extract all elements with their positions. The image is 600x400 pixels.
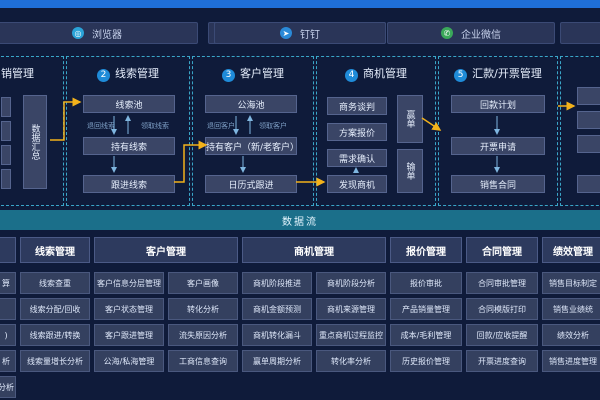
follow-leads-box[interactable]: 跟进线索 <box>83 175 175 193</box>
module-item[interactable]: 客户信息分层管理 <box>94 272 164 294</box>
lost-box[interactable]: 输单 <box>397 149 423 193</box>
module-item[interactable]: 成本/毛利管理 <box>390 324 462 346</box>
module-head-contract: 合同管理 <box>466 237 538 263</box>
module-item[interactable]: 商机转化漏斗 <box>242 324 312 346</box>
module-item[interactable]: 线索量增长分析 <box>20 350 90 372</box>
module-item[interactable]: 转化率分析 <box>316 350 386 372</box>
channel-label: 企业微信 <box>461 29 501 41</box>
module-item[interactable]: 回款/应收提醒 <box>466 324 538 346</box>
module-item[interactable]: 历史报价管理 <box>390 350 462 372</box>
module-head-opportunity: 商机管理 <box>242 237 386 263</box>
won-box[interactable]: 赢单 <box>397 95 423 143</box>
discover-box[interactable]: 发现商机 <box>327 175 387 193</box>
arrow-won-to-payment <box>421 117 442 131</box>
stage-sales: 销管理 数据汇总 <box>0 56 64 206</box>
negotiation-box[interactable]: 商务谈判 <box>327 97 387 115</box>
module-item[interactable]: 商机金额预测 <box>242 298 312 320</box>
stage-item <box>1 97 11 117</box>
module-item[interactable]: ) <box>0 324 16 346</box>
data-summary-box[interactable]: 数据汇总 <box>23 95 47 189</box>
requirement-box[interactable]: 需求确认 <box>327 149 387 167</box>
module-item[interactable]: 转化分析 <box>168 298 238 320</box>
stage-item <box>577 87 600 105</box>
module-item[interactable]: 销售业绩统 <box>542 298 600 320</box>
stage-item <box>1 121 11 141</box>
claim-customers-note: 领取客户 <box>259 122 287 130</box>
held-customers-box[interactable]: 持有客户（新/老客户） <box>205 137 299 155</box>
top-accent-bar <box>0 0 600 8</box>
dingtalk-icon: ➤ <box>280 27 292 39</box>
arrow-lead-to-customer <box>174 140 208 183</box>
stage-extra <box>560 56 600 206</box>
calendar-follow-box[interactable]: 日历式跟进 <box>205 175 297 193</box>
module-item[interactable]: 开票进度查询 <box>466 350 538 372</box>
stage-item <box>577 175 600 193</box>
module-item[interactable]: 公海/私海管理 <box>94 350 164 372</box>
claim-leads-note: 领取线索 <box>141 122 169 130</box>
channel-dingtalk-inner[interactable]: ➤ 钉钉 <box>214 22 386 44</box>
channel-wecom[interactable]: ✆ 企业微信 <box>387 22 555 44</box>
module-item[interactable]: 线索分配/回收 <box>20 298 90 320</box>
module-item[interactable]: 客户跟进管理 <box>94 324 164 346</box>
browser-icon: ◎ <box>72 27 84 39</box>
module-item[interactable]: 线索跟进/转换 <box>20 324 90 346</box>
module-item[interactable]: 分析 <box>0 376 16 398</box>
module-item[interactable]: 商机来源管理 <box>316 298 386 320</box>
held-leads-box[interactable]: 持有线索 <box>83 137 175 155</box>
module-item[interactable]: 析 <box>0 350 16 372</box>
return-customers-note: 退回客户 <box>207 122 235 130</box>
module-item[interactable]: 工商信息查询 <box>168 350 238 372</box>
module-head-quote: 报价管理 <box>390 237 462 263</box>
arrow-summary-to-lead <box>50 97 82 141</box>
channel-label: 浏览器 <box>92 29 122 41</box>
module-head-customer: 客户管理 <box>94 237 238 263</box>
module-item[interactable]: 绩效分析 <box>542 324 600 346</box>
quotation-box[interactable]: 方案报价 <box>327 123 387 141</box>
module-item[interactable]: 赢单周期分析 <box>242 350 312 372</box>
module-item[interactable]: 客户状态管理 <box>94 298 164 320</box>
module-head-sales <box>0 237 16 263</box>
module-item[interactable] <box>0 298 16 320</box>
module-head-lead: 线索管理 <box>20 237 90 263</box>
module-item[interactable]: 客户画像 <box>168 272 238 294</box>
stage-title: 销管理 <box>1 67 34 80</box>
module-item[interactable]: 流失原因分析 <box>168 324 238 346</box>
module-item[interactable]: 商机阶段推进 <box>242 272 312 294</box>
public-pool-box[interactable]: 公海池 <box>205 95 297 113</box>
stage-item <box>1 169 11 189</box>
stage-item <box>577 111 600 129</box>
module-item[interactable]: 合同审批管理 <box>466 272 538 294</box>
module-item[interactable]: 合同模版打印 <box>466 298 538 320</box>
module-item[interactable]: 商机阶段分析 <box>316 272 386 294</box>
module-item[interactable]: 报价审批 <box>390 272 462 294</box>
sales-contract-box[interactable]: 销售合同 <box>451 175 545 193</box>
wecom-icon: ✆ <box>441 27 453 39</box>
channel-browser[interactable]: ◎ 浏览器 <box>0 22 198 44</box>
module-item[interactable]: 销售目标制定 <box>542 272 600 294</box>
module-item[interactable]: 算 <box>0 272 16 294</box>
return-leads-note: 退回线索 <box>87 122 115 130</box>
channel-extra <box>560 22 600 44</box>
channel-label: 钉钉 <box>300 29 320 41</box>
module-head-performance: 绩效管理 <box>542 237 600 263</box>
module-item[interactable]: 重点商机过程监控 <box>316 324 386 346</box>
stage-item <box>1 145 11 165</box>
module-item[interactable]: 销售进度管理 <box>542 350 600 372</box>
data-flow-bar: 数据流 <box>0 210 600 230</box>
payment-plan-box[interactable]: 回款计划 <box>451 95 545 113</box>
invoice-request-box[interactable]: 开票申请 <box>451 137 545 155</box>
lead-pool-box[interactable]: 线索池 <box>83 95 175 113</box>
module-item[interactable]: 产品销量管理 <box>390 298 462 320</box>
module-item[interactable]: 线索查重 <box>20 272 90 294</box>
stage-item <box>577 135 600 153</box>
